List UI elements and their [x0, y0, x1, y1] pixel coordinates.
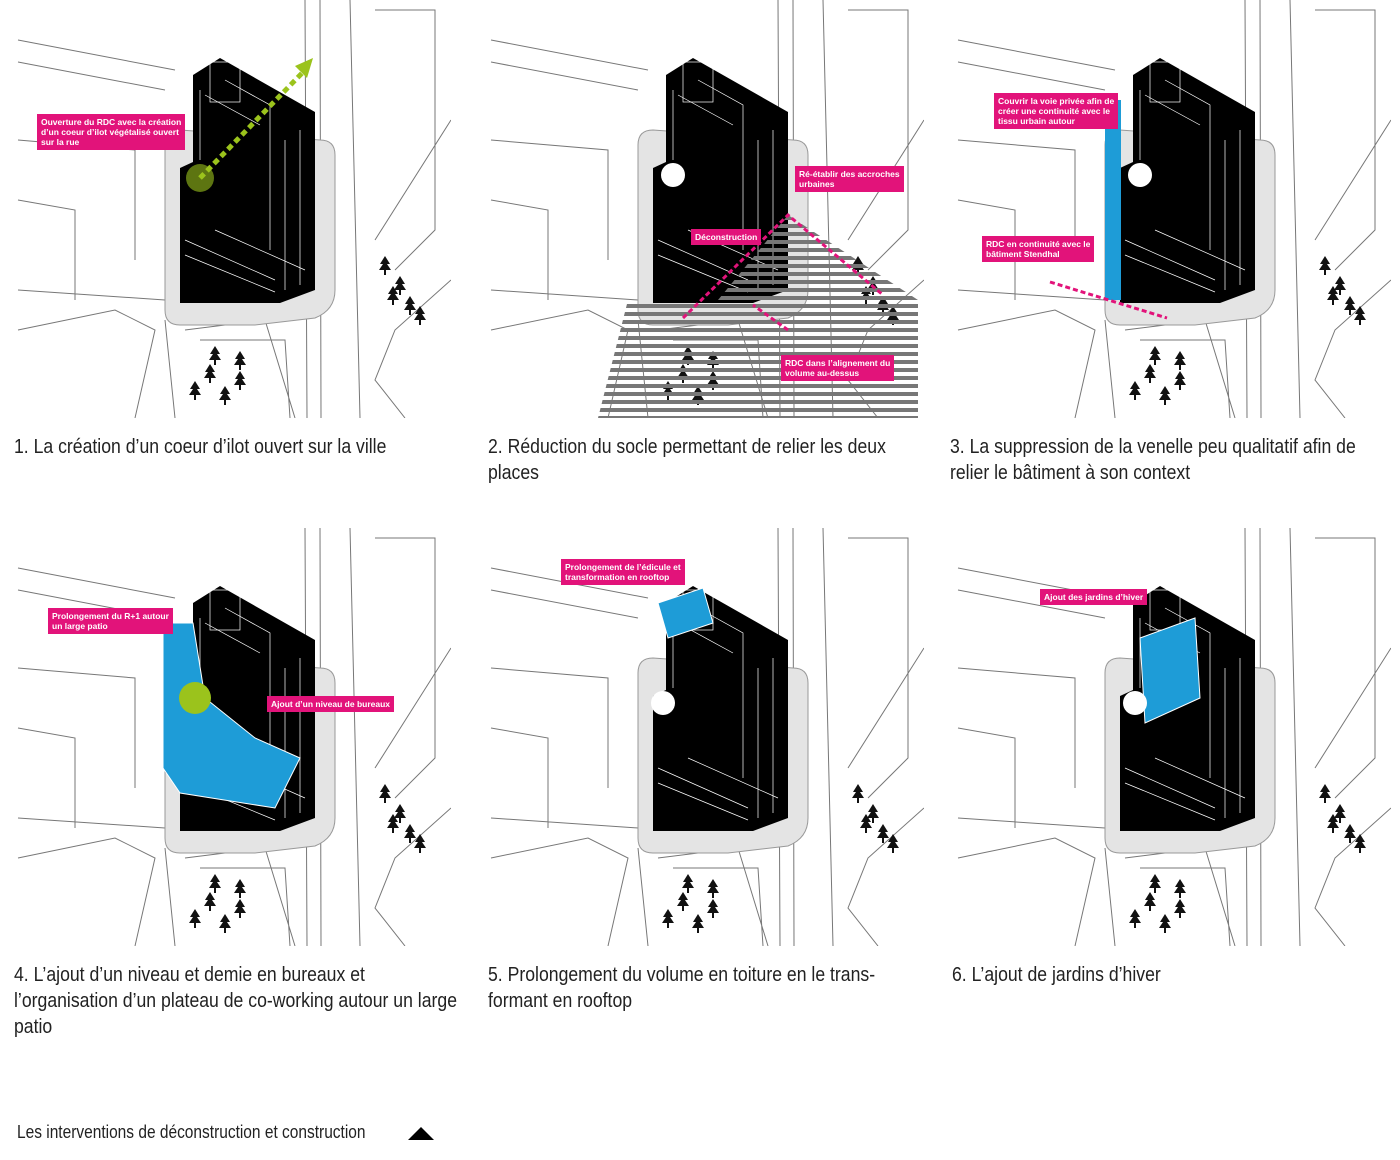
caption-4: 4. L’ajout d’un niveau et demie en burea…	[14, 963, 458, 1038]
panel-3-diagram: Couvrir la voie privée afin de créer une…	[955, 0, 1391, 418]
panel-2-diagram: Ré-établir des accroches urbaines Décons…	[488, 0, 924, 418]
triangle-icon	[408, 1127, 434, 1140]
caption-5: 5. Prolongement du volume en toiture en …	[488, 963, 876, 1012]
axonometric-drawing	[490, 0, 924, 418]
annotation-label: Couvrir la voie privée afin de créer une…	[994, 93, 1119, 129]
panel-4-diagram: Prolongement du R+1 autour un large pati…	[15, 528, 451, 946]
caption-6: 6. L’ajout de jardins d’hiver	[952, 963, 1161, 986]
annotation-label: Ouverture du RDC avec la création d’un c…	[37, 114, 186, 150]
annotation-label: Ajout d’un niveau de bureaux	[267, 696, 395, 712]
annotation-label: RDC dans l’alignement du volume au-dessu…	[781, 355, 895, 381]
footer-title: Les interventions de déconstruction et c…	[17, 1122, 366, 1142]
axonometric-drawing	[17, 0, 451, 418]
caption-3: 3. La suppression de la venelle peu qual…	[950, 435, 1356, 484]
annotation-label: Déconstruction	[691, 229, 762, 245]
panel-1-diagram: Ouverture du RDC avec la création d’un c…	[15, 0, 451, 418]
annotation-label: Prolongement de l’édicule et transformat…	[561, 559, 685, 585]
panel-5-diagram: Prolongement de l’édicule et transformat…	[488, 528, 924, 946]
annotation-label: RDC en continuité avec le bâtiment Stend…	[982, 236, 1095, 262]
axonometric-drawing	[17, 528, 451, 946]
axonometric-drawing	[957, 528, 1391, 946]
annotation-label: Ré-établir des accroches urbaines	[795, 166, 904, 192]
panel-6-diagram: Ajout des jardins d’hiver	[955, 528, 1391, 946]
caption-2: 2. Réduction du socle permettant de reli…	[488, 435, 886, 484]
axonometric-drawing	[957, 0, 1391, 418]
annotation-label: Ajout des jardins d’hiver	[1040, 589, 1148, 605]
caption-1: 1. La création d’un coeur d’ilot ouvert …	[14, 435, 387, 458]
axonometric-drawing	[490, 528, 924, 946]
annotation-label: Prolongement du R+1 autour un large pati…	[48, 608, 173, 634]
